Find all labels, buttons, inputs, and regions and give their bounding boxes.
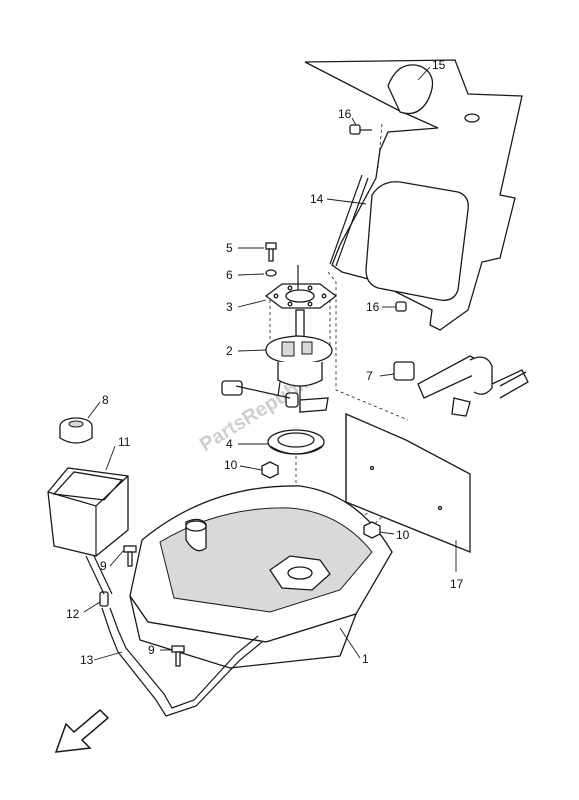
fuel-tank-1 (129, 485, 393, 669)
connector-12 (99, 591, 109, 607)
callout-9-lower: 9 (148, 643, 155, 657)
callout-15: 15 (432, 58, 446, 72)
cap-8 (59, 417, 93, 444)
drain-hose-13 (85, 555, 263, 717)
pad-17 (345, 413, 471, 553)
gasket-4 (267, 429, 325, 455)
callout-6: 6 (226, 268, 233, 282)
washer-6 (265, 269, 277, 277)
bolt-5 (265, 242, 277, 262)
callout-1: 1 (362, 652, 369, 666)
clip-16-upper (349, 124, 372, 135)
bolt-9-upper (123, 545, 137, 567)
callout-14: 14 (310, 192, 324, 206)
callout-8: 8 (102, 393, 109, 407)
callout-10-left: 10 (224, 458, 238, 472)
bolt-9-lower (171, 645, 185, 667)
nut-10-left (261, 461, 279, 479)
callout-3: 3 (226, 300, 233, 314)
callout-5: 5 (226, 241, 233, 255)
callout-11: 11 (118, 435, 131, 449)
tray-11 (47, 467, 129, 557)
nut-10-right (363, 521, 381, 539)
fitting-7 (393, 355, 529, 417)
callout-9-upper: 9 (100, 559, 107, 573)
callout-2: 2 (226, 344, 233, 358)
callout-16-upper: 16 (338, 107, 352, 121)
callout-4: 4 (226, 437, 233, 451)
callout-7: 7 (366, 369, 373, 383)
front-direction-arrow-icon (54, 708, 110, 753)
clip-16-lower (395, 301, 407, 312)
fuel-pump-2 (221, 300, 333, 413)
callout-13: 13 (80, 653, 94, 667)
callout-10-right: 10 (396, 528, 410, 542)
callout-16-lower: 16 (366, 300, 380, 314)
callout-12: 12 (66, 607, 80, 621)
rear-cover-panel (304, 59, 523, 331)
callout-17: 17 (450, 577, 464, 591)
retaining-plate-3 (264, 265, 338, 309)
